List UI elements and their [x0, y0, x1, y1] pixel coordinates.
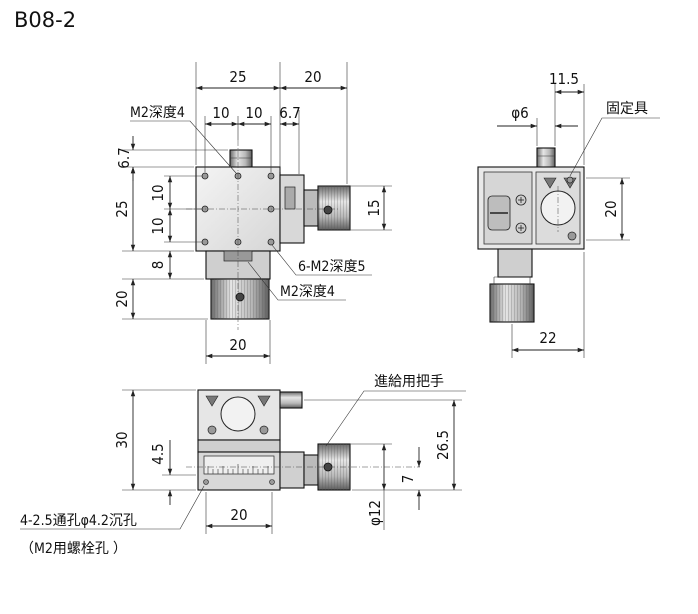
dim-front-left-pitch-a: 10	[149, 184, 167, 201]
dim-front-bottom-width: 20	[229, 336, 246, 354]
dim-bottom-width: 20	[230, 506, 247, 524]
dim-bottom-height: 30	[113, 431, 131, 448]
dim-bottom-offset: 4.5	[149, 443, 167, 464]
dim-bottom-knob-diameter: φ12	[366, 500, 384, 526]
label-holes: 4-2.5通孔φ4.2沉孔	[20, 513, 137, 529]
dim-front-handle: 8	[149, 261, 167, 270]
dim-front-bottom-height: 20	[113, 290, 131, 307]
dim-front-knob-height: 15	[365, 199, 383, 216]
label-fixture: 固定具	[606, 101, 648, 117]
bottom-view: 進給用把手 30 4.5 26.5 7 φ12 20 4-2.5通孔φ4.2沉孔	[20, 374, 466, 557]
label-holes-note: （M2用螺栓孔 ）	[20, 541, 127, 557]
dim-side-diameter: φ6	[511, 104, 528, 122]
dim-front-pitch-a: 10	[212, 104, 229, 122]
dim-front-offset: 6.7	[279, 104, 300, 122]
dim-bottom-right-height: 26.5	[434, 430, 452, 460]
front-view: 25 20 10 10 6.7 M2深度4 6.7 25 10	[113, 62, 392, 364]
scale-ticks	[207, 464, 269, 474]
dim-front-width: 25	[229, 68, 246, 86]
label-side-holes: 6-M2深度5	[298, 259, 365, 275]
top-stub	[229, 149, 253, 169]
dim-side-height: 20	[602, 200, 620, 217]
dim-side-width: 11.5	[549, 70, 579, 88]
dim-bottom-right-small: 7	[399, 475, 417, 484]
dim-front-left-pitch-b: 10	[149, 217, 167, 234]
dim-side-bottom: 22	[539, 329, 556, 347]
dim-front-left-height: 25	[113, 200, 131, 217]
side-view: 11.5 φ6 固定具 20 22	[477, 70, 660, 358]
label-feed-handle: 進給用把手	[374, 374, 444, 390]
label-top-hole: M2深度4	[130, 105, 185, 121]
side-top-stub	[536, 147, 556, 169]
drawing-title: B08-2	[14, 8, 76, 32]
dim-front-knob-reach: 20	[304, 68, 321, 86]
dim-front-left-offset: 6.7	[115, 147, 133, 168]
dim-front-pitch-b: 10	[245, 104, 262, 122]
label-bottom-hole: M2深度4	[280, 284, 335, 300]
